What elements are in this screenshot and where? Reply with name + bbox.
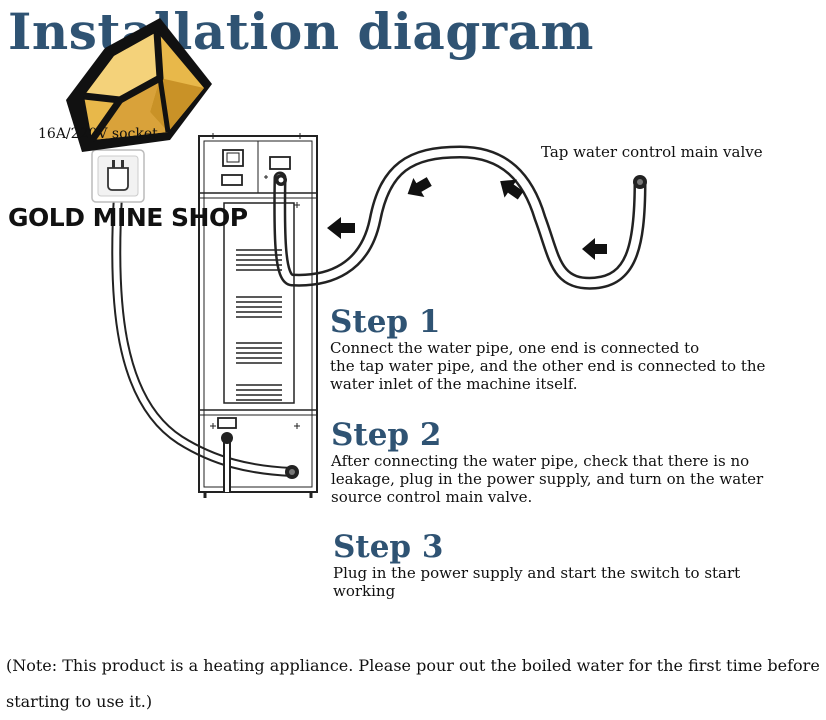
water-hose [273,145,647,290]
water-boiler-machine [198,133,318,498]
flow-arrow-icon [582,238,607,260]
step-title: Step 3 [333,529,444,565]
step-2: Step 2 After connecting the water pipe, … [331,418,763,506]
flow-arrow-icon [500,179,524,200]
flow-arrow-icon [327,217,355,239]
step-3: Step 3 Plug in the power supply and star… [333,530,740,600]
step-1: Step 1 Connect the water pipe, one end i… [330,305,765,393]
wall-socket-icon [91,149,145,203]
gold-bar-icon [66,18,212,152]
power-cord [111,190,297,477]
step-title: Step 2 [331,417,442,453]
usage-note: (Note: This product is a heating applian… [6,656,820,711]
valve-label: Tap water control main valve [541,143,763,161]
socket-label: 16A/220V socket [38,126,158,142]
valve-icon [633,175,647,189]
step-text: Connect the water pipe, one end is conne… [330,339,766,393]
step-title: Step 1 [330,304,441,340]
shop-brand-name: GOLD MINE SHOP [8,203,248,232]
step-text: Plug in the power supply and start the s… [333,564,741,600]
step-text: After connecting the water pipe, check t… [331,452,764,506]
flow-arrow-icon [407,177,432,198]
drain-pipe [221,432,233,492]
